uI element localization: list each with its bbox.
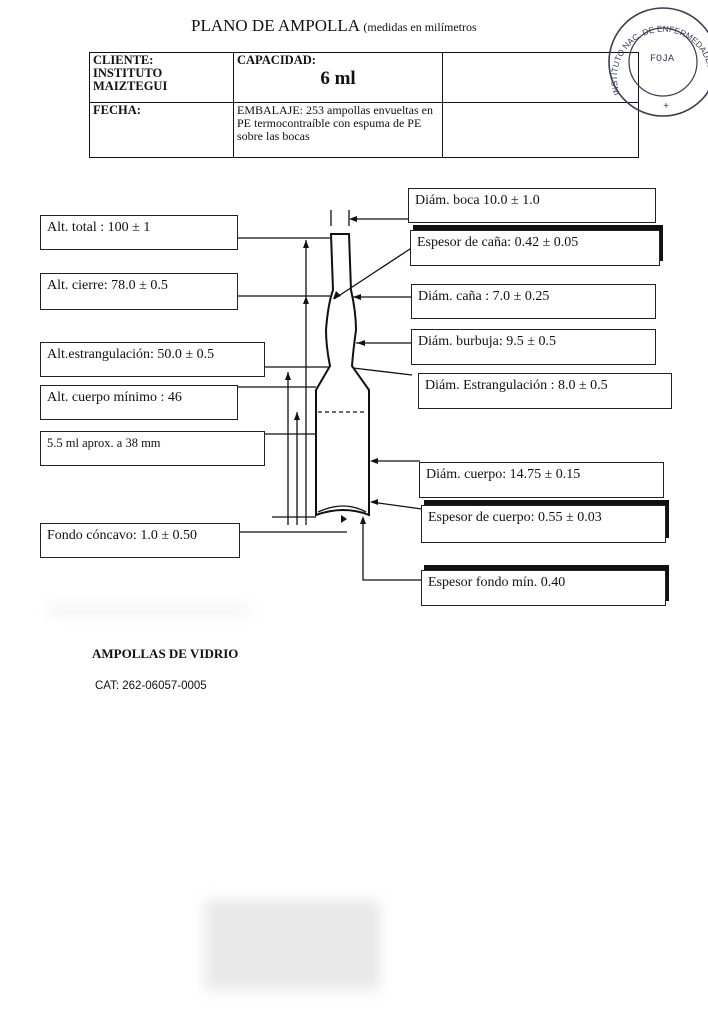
fecha-label: FECHA:: [93, 103, 141, 117]
label-alt-cierre: Alt. cierre: 78.0 ± 0.5: [40, 273, 238, 310]
embalaje-cell: EMBALAJE: 253 ampollas envueltas en PE t…: [233, 102, 443, 158]
label-diam-boca: Diám. boca 10.0 ± 1.0: [408, 188, 656, 223]
cliente-value: INSTITUTO MAIZTEGUI: [93, 66, 168, 93]
scan-smudge: [205, 900, 380, 990]
label-diam-cuerpo: Diám. cuerpo: 14.75 ± 0.15: [419, 462, 664, 498]
cliente-cell: CLIENTE: INSTITUTO MAIZTEGUI: [89, 52, 234, 103]
label-diam-estrangulacion: Diám. Estrangulación : 8.0 ± 0.5: [418, 373, 672, 409]
label-capacidad-aprox: 5.5 ml aprox. a 38 mm: [40, 431, 265, 466]
label-espesor-cana: Espesor de caña: 0.42 ± 0.05: [410, 230, 660, 266]
label-diam-cana: Diám. caña : 7.0 ± 0.25: [411, 284, 656, 319]
label-alt-cuerpo-minimo: Alt. cuerpo mínimo : 46: [40, 385, 238, 420]
institute-stamp: INSTITUTO NAC. DE ENFERMEDADES VIRALES D…: [606, 2, 708, 117]
svg-text:+: +: [663, 101, 669, 112]
cliente-label: CLIENTE:: [93, 53, 154, 67]
label-espesor-cuerpo: Espesor de cuerpo: 0.55 ± 0.03: [421, 505, 666, 543]
page-title: PLANO DE AMPOLLA (medidas en milímetros: [191, 16, 477, 36]
capacidad-value: 6 ml: [320, 68, 356, 89]
header-table: CLIENTE: INSTITUTO MAIZTEGUI CAPACIDAD: …: [89, 52, 639, 158]
empty-cell-bottom: [442, 102, 639, 158]
label-fondo-concavo: Fondo cóncavo: 1.0 ± 0.50: [40, 523, 240, 558]
label-espesor-fondo: Espesor fondo mín. 0.40: [421, 570, 666, 606]
footer-cat: CAT: 262-06057-0005: [95, 680, 207, 692]
embalaje-text: EMBALAJE: 253 ampollas envueltas en PE t…: [237, 103, 433, 143]
label-diam-burbuja: Diám. burbuja: 9.5 ± 0.5: [411, 329, 656, 365]
fecha-cell: FECHA:: [89, 102, 234, 158]
scan-smudge: [50, 604, 250, 616]
capacidad-label: CAPACIDAD:: [237, 53, 316, 67]
label-alt-total: Alt. total : 100 ± 1: [40, 215, 238, 250]
title-text: PLANO DE AMPOLLA: [191, 16, 360, 35]
label-alt-estrangulacion: Alt.estrangulación: 50.0 ± 0.5: [40, 342, 265, 377]
title-note: (medidas en milímetros: [363, 20, 477, 34]
footer-title: AMPOLLAS DE VIDRIO: [92, 646, 239, 661]
stamp-foja: FOJA: [650, 54, 674, 65]
ampoule-outline: [315, 233, 370, 517]
